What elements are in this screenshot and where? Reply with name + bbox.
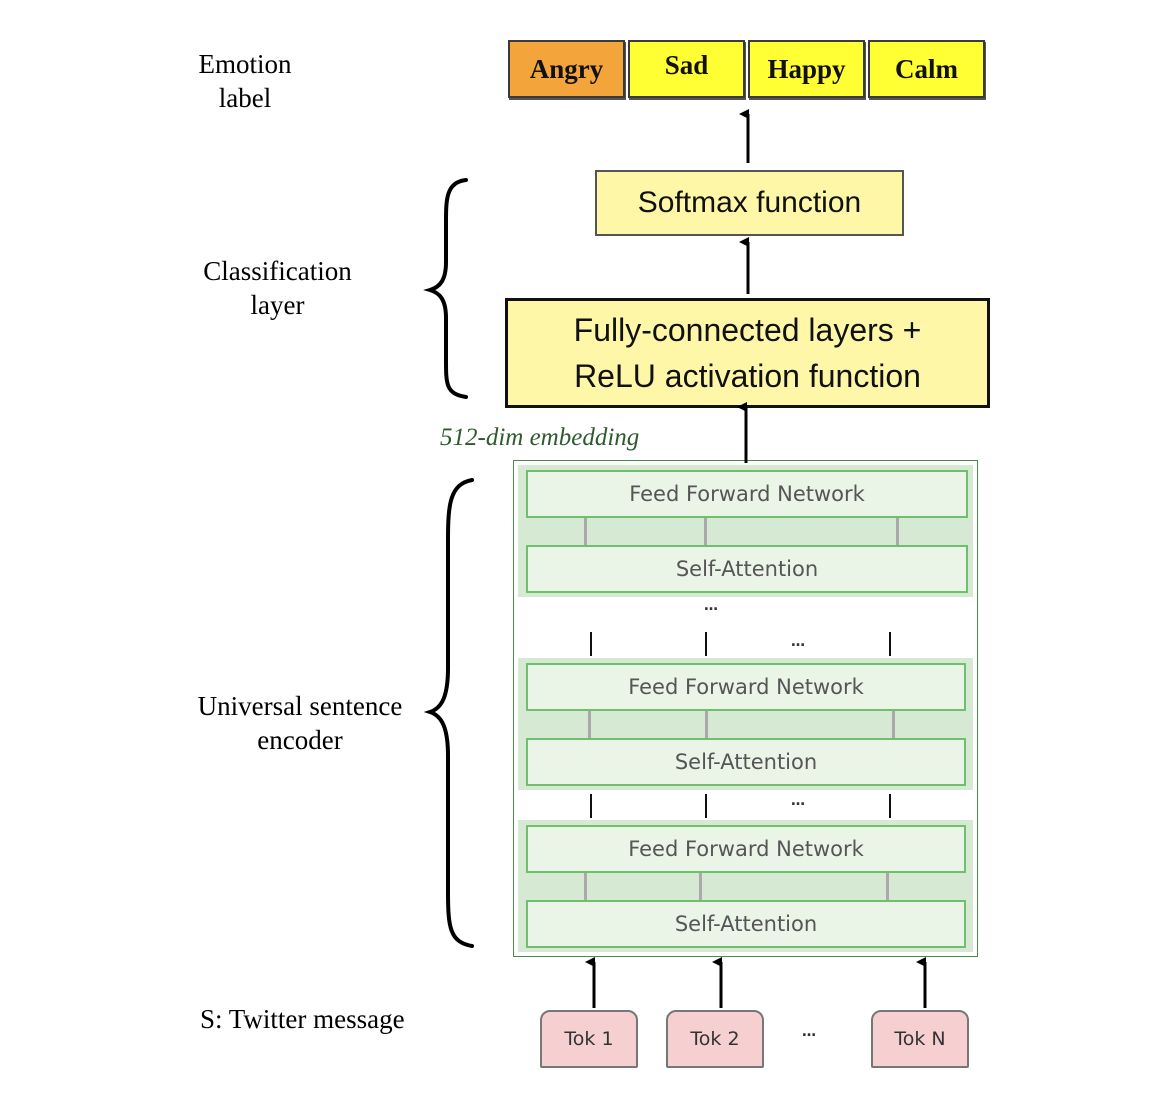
ellipsis: …: [791, 634, 806, 650]
connector-tick: [699, 873, 702, 900]
classification-label-text: Classification layer: [190, 255, 365, 323]
input-label-text: S: Twitter message: [200, 1004, 405, 1034]
encoder-label-text: Universal sentence encoder: [185, 690, 415, 758]
connector-tick: [896, 518, 899, 545]
connector-tick: [886, 873, 889, 900]
token-2: Tok 2: [666, 1010, 764, 1068]
ellipsis: …: [802, 1024, 817, 1040]
encoder-label-line1: Universal sentence: [197, 691, 403, 721]
emotion-box-happy: Happy: [748, 40, 865, 98]
attention-box-3: Self-Attention: [526, 900, 966, 948]
connector-tick: [705, 711, 708, 738]
ffn-box-1: Feed Forward Network: [526, 470, 968, 518]
token-n: Tok N: [871, 1010, 969, 1068]
connector-tick: [588, 711, 591, 738]
classification-brace: [423, 178, 468, 399]
token-1: Tok 1: [540, 1010, 638, 1068]
emotion-label-line1: Emotion: [198, 49, 292, 79]
ellipsis: …: [791, 793, 806, 809]
emotion-box-angry: Angry: [508, 40, 625, 98]
connector-line: [590, 632, 592, 656]
connector-line: [889, 794, 891, 818]
softmax-box: Softmax function: [595, 170, 904, 236]
connector-line: [705, 632, 707, 656]
emotion-label-line2: label: [218, 82, 272, 113]
ffn-box-2: Feed Forward Network: [526, 663, 966, 711]
ellipsis: …: [704, 598, 719, 614]
attention-box-1: Self-Attention: [526, 545, 968, 593]
connector-tick: [892, 711, 895, 738]
connector-line: [705, 794, 707, 818]
emotion-box-sad: Sad: [628, 40, 745, 98]
encoder-brace: [423, 478, 474, 948]
ffn-box-3: Feed Forward Network: [526, 825, 966, 873]
fc-relu-line2: ReLU activation function: [574, 358, 921, 394]
fc-relu-box: Fully-connected layers + ReLU activation…: [505, 298, 990, 408]
connector-tick: [704, 518, 707, 545]
connector-tick: [584, 518, 587, 545]
classification-label-line2: layer: [250, 289, 305, 320]
connector-line: [590, 794, 592, 818]
emotion-label-text: Emotion label: [190, 48, 300, 116]
classification-label-line1: Classification: [203, 256, 352, 286]
connector-line: [889, 632, 891, 656]
connector-tick: [584, 873, 587, 900]
emotion-box-calm: Calm: [868, 40, 985, 98]
encoder-label-line2: encoder: [257, 724, 343, 755]
fc-relu-line1: Fully-connected layers +: [573, 311, 922, 348]
attention-box-2: Self-Attention: [526, 738, 966, 786]
embedding-label: 512-dim embedding: [440, 424, 640, 451]
